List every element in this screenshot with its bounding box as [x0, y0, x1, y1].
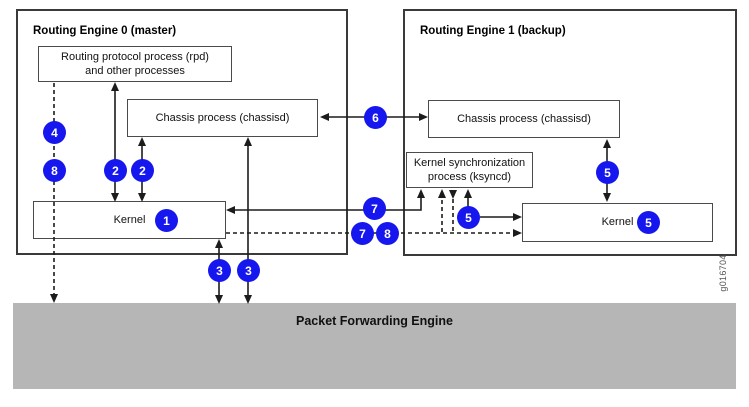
step-badge-7: 7: [363, 197, 386, 220]
rpd-process-box: Routing protocol process (rpd) and other…: [38, 46, 232, 82]
step-badge-2: 2: [104, 159, 127, 182]
kernel-label-re1: Kernel: [601, 216, 634, 229]
chassisd-label-re1: Chassis process (chassisd): [457, 112, 591, 125]
kernel-box-re0: Kernel: [33, 201, 226, 239]
chassisd-label-re0: Chassis process (chassisd): [155, 111, 290, 124]
packet-forwarding-engine-bar: Packet Forwarding Engine: [13, 303, 736, 389]
ksync-process-box: Kernel synchronization process (ksyncd): [406, 152, 533, 188]
step-badge-1: 1: [155, 209, 178, 232]
routing-engine-1-title: Routing Engine 1 (backup): [420, 25, 566, 37]
chassis-process-box-re0: Chassis process (chassisd): [127, 99, 318, 137]
step-badge-7: 7: [351, 222, 374, 245]
rpd-label-line2: and other processes: [85, 65, 185, 77]
kernel-box-re1: Kernel: [522, 203, 713, 242]
chassis-process-box-re1: Chassis process (chassisd): [428, 100, 620, 138]
routing-engine-1-panel: Routing Engine 1 (backup): [403, 9, 737, 256]
step-badge-8: 8: [43, 159, 66, 182]
step-badge-8: 8: [376, 222, 399, 245]
step-badge-5: 5: [457, 206, 480, 229]
step-badge-5: 5: [637, 211, 660, 234]
step-badge-3: 3: [237, 259, 260, 282]
step-badge-2: 2: [131, 159, 154, 182]
step-badge-3: 3: [208, 259, 231, 282]
rpd-label-line1: Routing protocol process (rpd): [61, 50, 209, 63]
ksyncd-label-line2: process (ksyncd): [427, 171, 512, 183]
kernel-label-re0: Kernel: [113, 213, 146, 226]
step-badge-5: 5: [596, 161, 619, 184]
pfe-label: Packet Forwarding Engine: [296, 314, 453, 328]
step-badge-6: 6: [364, 106, 387, 129]
step-badge-4: 4: [43, 121, 66, 144]
ksyncd-label-line1: Kernel synchronization: [413, 156, 526, 169]
routing-engine-0-title: Routing Engine 0 (master): [33, 25, 177, 37]
routing-engine-0-panel: Routing Engine 0 (master): [16, 9, 348, 255]
figure-id-watermark: g016704: [718, 254, 728, 292]
